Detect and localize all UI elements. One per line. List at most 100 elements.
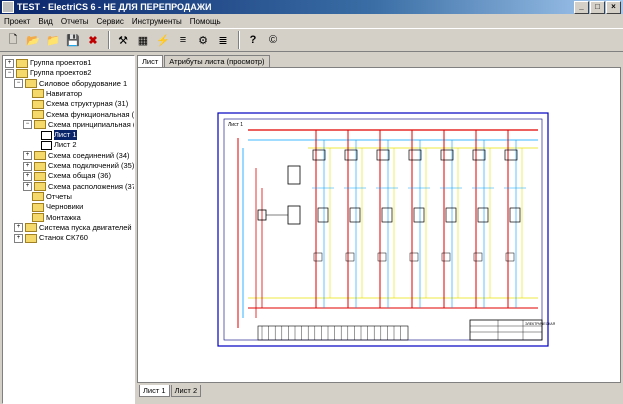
tree-item-label: Лист 2 [54,140,77,150]
title-bar: TEST - ElectriCS 6 - НЕ ДЛЯ ПЕРЕПРОДАЖИ … [0,0,623,14]
folder-icon [32,192,44,202]
expand-icon[interactable]: + [14,233,23,243]
tree-item[interactable]: Лист 2 [32,140,77,150]
schematic-drawing: Лист 1 [217,112,556,347]
window-title: TEST - ElectriCS 6 - НЕ ДЛЯ ПЕРЕПРОДАЖИ [17,2,212,12]
save-icon[interactable]: 💾 [66,34,80,47]
folder-icon [16,58,28,68]
tree-item-label: Черновики [46,202,84,212]
folder-icon [34,161,46,171]
expand-icon[interactable]: + [5,58,14,68]
props-icon[interactable]: ≡ [179,34,187,46]
expand-icon[interactable]: + [23,171,32,181]
table-icon[interactable]: ▦ [137,34,149,47]
collapse-icon[interactable]: − [23,120,32,130]
minimize-button[interactable]: _ [574,1,589,14]
tree-item[interactable]: Схема функциональная ( [23,110,134,120]
tree-item-label: Схема общая (36) [48,171,111,181]
tree-item-label: Отчеты [46,191,72,201]
tree-item-label: Схема структурная (31) [46,99,129,109]
tree-item[interactable]: Навигатор [23,89,82,99]
help-icon[interactable]: ? [249,34,257,46]
menu-bar: Проект Вид Отчеты Сервис Инструменты Пом… [0,15,623,27]
new-project-icon[interactable]: 🗋 [8,33,18,46]
tree-item-label: Схема соединений (34) [48,150,130,160]
tree-item[interactable]: Отчеты [23,192,72,202]
open-folder-icon[interactable]: 📁 [46,34,60,47]
delete-icon[interactable]: ✖ [88,34,98,47]
menu-service[interactable]: Сервис [96,16,124,26]
folder-icon [16,68,28,78]
tree-item[interactable]: Лист 1 [32,130,77,141]
tab-sheet-1[interactable]: Лист 1 [139,385,170,397]
main-area: Лист Атрибуты листа (просмотр) Лист 1 [137,55,621,402]
folder-icon [25,79,37,89]
tab-sheet-2[interactable]: Лист 2 [170,385,202,397]
title-block [469,319,543,341]
tab-sheet[interactable]: Лист [137,55,164,67]
tree-item-label: Схема расположения (37 [48,181,135,191]
menu-reports[interactable]: Отчеты [60,16,89,26]
folder-icon [32,99,44,109]
menu-tools[interactable]: Инструменты [131,16,182,26]
tree-item[interactable]: Монтажка [23,213,81,223]
toolbar-separator [238,31,240,49]
folder-icon [34,120,46,130]
tree-item[interactable]: Черновики [23,202,83,212]
menu-project[interactable]: Проект [4,16,31,26]
close-button[interactable]: × [606,1,621,14]
folder-icon [32,213,44,222]
tree-item[interactable]: + Схема общая (36) [23,171,111,181]
tree-item-label: Система пуска двигателей [39,222,132,232]
settings-icon[interactable]: ⚙ [198,34,208,47]
about-icon[interactable]: © [268,34,278,46]
tree-item[interactable]: Схема структурная (31) [23,99,128,109]
drawing-canvas[interactable]: Лист 1 [137,67,621,383]
tree-item[interactable]: −Схема принципиальная ( [23,120,134,130]
frame-label: Лист 1 [228,122,243,128]
expand-icon[interactable]: + [23,151,32,161]
maximize-button[interactable]: □ [590,1,605,14]
tree-item-label: Группа проектов2 [30,68,92,78]
menu-view[interactable]: Вид [38,16,53,26]
folder-icon [34,151,46,161]
app-icon [2,1,14,13]
tree-item[interactable]: − Группа проектов2 [5,68,91,78]
tree-item[interactable]: + Группа проектов1 [5,58,91,68]
folder-icon [25,233,37,243]
sheet-icon [41,140,52,150]
title-block-label: ЭЛЕКТРИЧЕСКАЯ [525,322,556,326]
tree-item[interactable]: + Станок СК760 [14,233,88,243]
menu-help[interactable]: Помощь [189,16,221,26]
folder-icon [34,182,46,192]
open-icon[interactable]: 📂 [26,34,40,47]
tree-item[interactable]: + Схема расположения (37 [23,181,135,192]
tab-sheet-attributes[interactable]: Атрибуты листа (просмотр) [164,55,270,67]
project-tree[interactable]: +Группа проектов1−Группа проектов2−Силов… [2,55,135,404]
tree-item[interactable]: + Схема соединений (34) [23,151,130,161]
collapse-icon[interactable]: − [14,79,23,89]
tree-item-label: Группа проектов1 [30,58,92,67]
folder-icon [25,223,37,233]
wand-icon[interactable]: ⚡ [156,34,170,47]
collapse-icon[interactable]: − [5,68,14,78]
folder-icon [32,89,44,99]
toolbar: 🗋 📂 📁 💾 ✖ ⚒ ▦ ⚡ ≡ ⚙ ≣ ? © [0,28,623,52]
tree-item-label: Станок СК760 [39,233,88,243]
tree-item[interactable]: +Схема подключений (35) [23,161,134,171]
tree-item[interactable]: − Силовое оборудование 1 [14,79,127,89]
bottom-tabs: Лист 1 Лист 2 [139,385,202,397]
tree-item-label: Лист 1 [54,130,77,141]
tree-item-label: Силовое оборудование 1 [39,78,128,88]
tool-icon[interactable]: ⚒ [118,34,128,47]
tree-item-label: Навигатор [46,88,83,98]
expand-icon[interactable]: + [23,161,32,171]
expand-icon[interactable]: + [23,182,32,192]
folder-icon [32,110,44,119]
align-icon[interactable]: ≣ [218,34,228,47]
folder-icon [34,171,46,181]
tree-item[interactable]: + Система пуска двигателей [14,223,132,233]
expand-icon[interactable]: + [14,223,23,233]
top-tabs: Лист Атрибуты листа (просмотр) [137,55,271,67]
sheet-icon [41,130,52,140]
